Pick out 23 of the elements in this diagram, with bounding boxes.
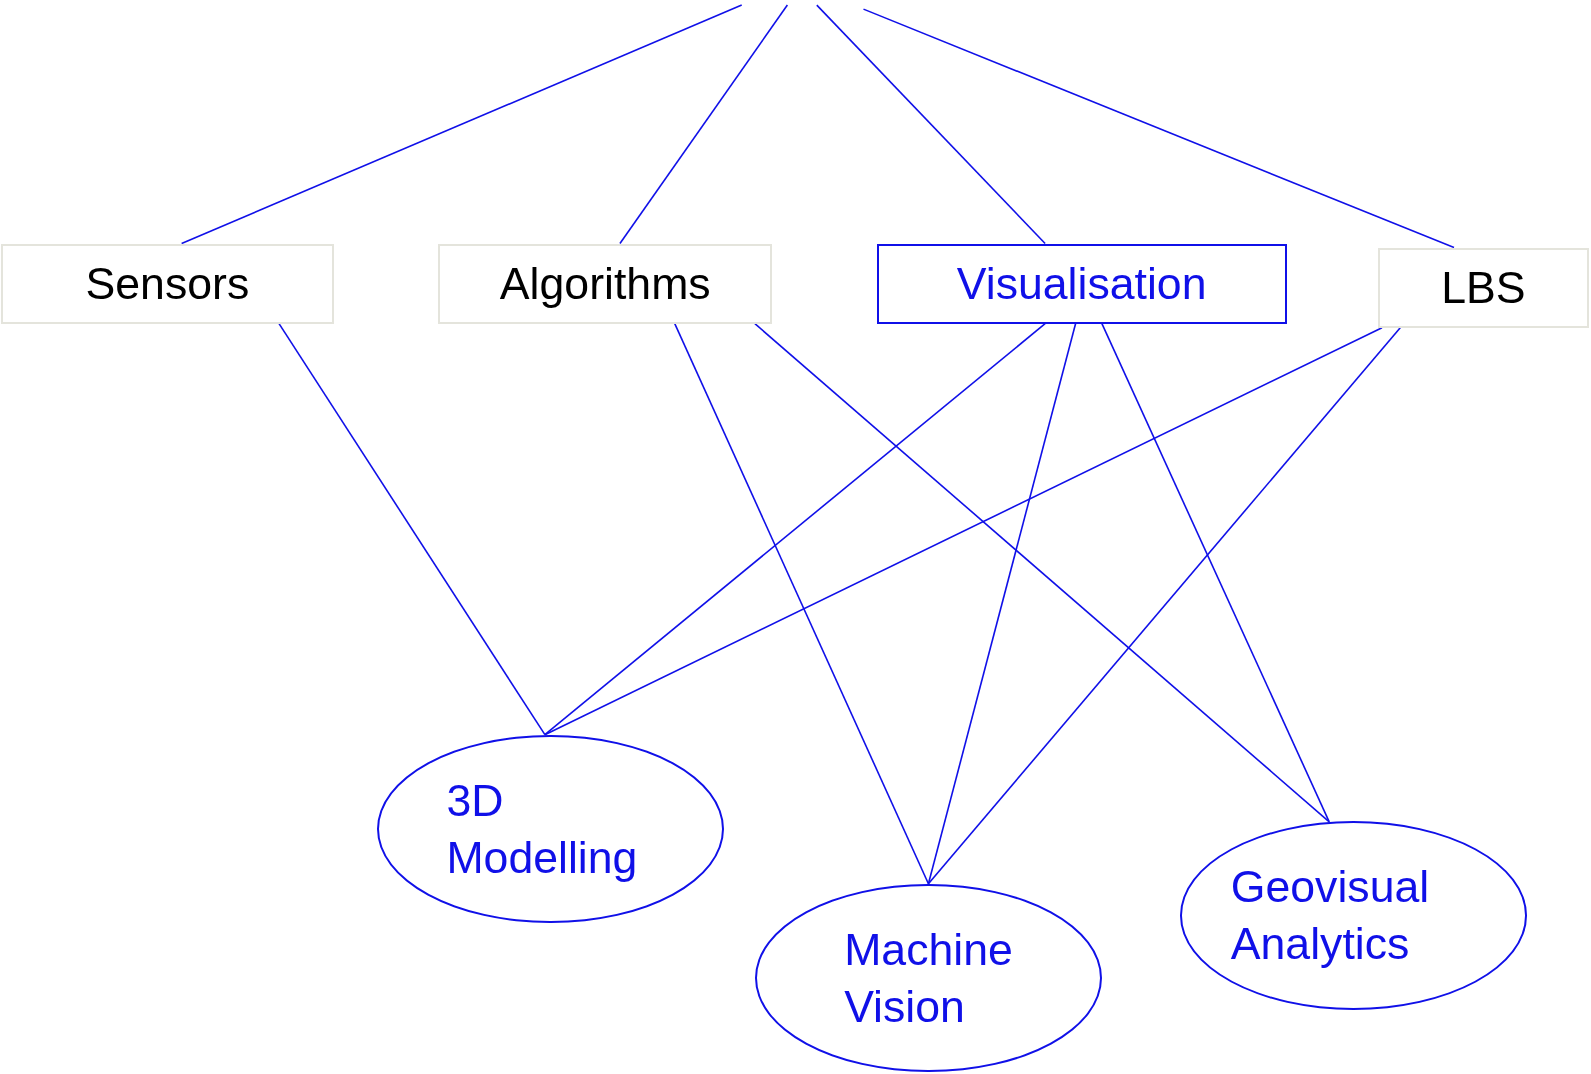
connector-line xyxy=(754,322,1330,823)
connector-line xyxy=(278,322,546,736)
label-box xyxy=(876,243,1287,324)
node-label: Machine Vision xyxy=(844,925,1013,1032)
label-box xyxy=(1377,247,1589,328)
connector-line xyxy=(544,322,1046,736)
connector-line xyxy=(816,4,1046,245)
connector-line xyxy=(180,4,743,245)
node-label: Sensors xyxy=(85,258,250,311)
connector-line xyxy=(1101,322,1330,823)
label-box xyxy=(1,243,334,324)
label-box xyxy=(438,243,773,324)
node-label: 3D Modelling xyxy=(446,775,638,882)
node-label: Visualisation xyxy=(956,258,1207,311)
node-label: Algorithms xyxy=(499,258,711,311)
connector-line xyxy=(673,322,930,885)
connector-line xyxy=(619,4,789,245)
node-label: LBS xyxy=(1441,262,1526,315)
connector-line xyxy=(927,322,1077,885)
connector-line xyxy=(544,326,1383,736)
node-label: Geovisual Analytics xyxy=(1230,862,1430,969)
connector-line xyxy=(927,326,1402,885)
connector-line xyxy=(862,8,1455,249)
